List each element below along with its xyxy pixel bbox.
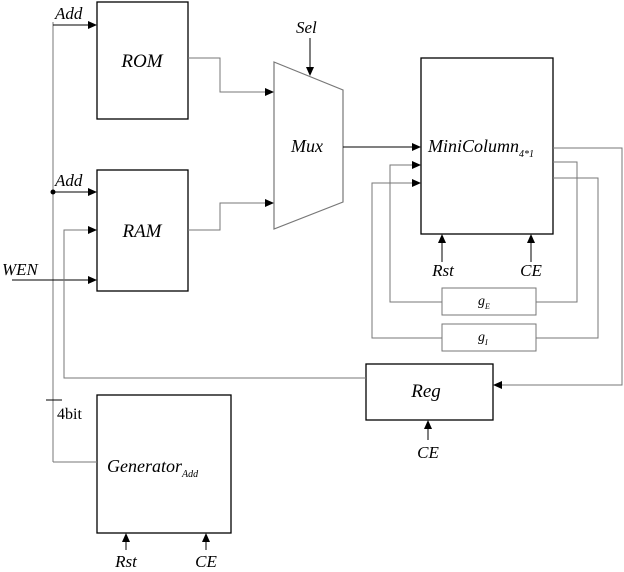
wen-label: WEN [2, 260, 40, 279]
minicolumn-to-reg-wire [500, 147, 623, 386]
rom-label: ROM [120, 51, 163, 72]
rom-to-mux-wire [188, 57, 267, 93]
gi-block [441, 323, 537, 352]
ram-block [96, 169, 189, 292]
minicolumn-ce-label: CE [520, 261, 542, 280]
minicolumn-rst-label: Rst [431, 261, 455, 280]
minicolumn-rst-arrow [438, 234, 446, 243]
minicolumn-ce-arrow [527, 234, 535, 243]
add-rom-arrow [88, 21, 97, 29]
mux-to-minicolumn-arrow [412, 143, 421, 151]
minicolumn-to-reg-arrow [493, 381, 502, 389]
add-ram-label: Add [54, 171, 83, 190]
ge-label: gE [478, 294, 490, 311]
reg-to-ram-arrow [88, 226, 97, 234]
ram-to-mux-wire [188, 202, 267, 231]
reg-ce-arrow [424, 420, 432, 429]
mux-block [273, 61, 344, 230]
gi-to-minicolumn-arrow [412, 179, 421, 187]
rom-block [96, 1, 189, 120]
add-rom-label: Add [54, 4, 83, 23]
reg-to-ram-wire [63, 229, 366, 379]
generator-ce-arrow [202, 533, 210, 542]
sel-arrow [306, 67, 314, 76]
reg-block [365, 363, 494, 421]
ram-to-mux-arrow [265, 199, 274, 207]
generator-rst-arrow [122, 533, 130, 542]
rom-to-mux-arrow [265, 88, 274, 96]
minicolumn-to-gi-wire [536, 177, 599, 339]
ge-to-minicolumn-arrow [412, 161, 421, 169]
generator-ce-label: CE [195, 552, 217, 571]
reg-ce-label: CE [417, 443, 439, 462]
sel-label: Sel [296, 18, 317, 37]
mux-label: Mux [290, 136, 323, 156]
bus-width-label: 4bit [57, 406, 82, 423]
gi-label: gI [478, 330, 488, 347]
generator-rst-label: Rst [114, 552, 138, 571]
generator-block [96, 394, 232, 534]
reg-label: Reg [410, 381, 441, 402]
minicolumn-block [420, 57, 554, 235]
gi-to-minicolumn-wire [371, 182, 442, 339]
generator-label: GeneratorAdd [107, 456, 199, 480]
wen-arrow [88, 276, 97, 284]
ge-to-minicolumn-wire [389, 164, 442, 303]
minicolumn-to-ge-wire [536, 161, 578, 303]
add-ram-arrow [88, 188, 97, 196]
ram-label: RAM [121, 221, 162, 242]
minicolumn-label: MiniColumn4*1 [427, 136, 534, 160]
